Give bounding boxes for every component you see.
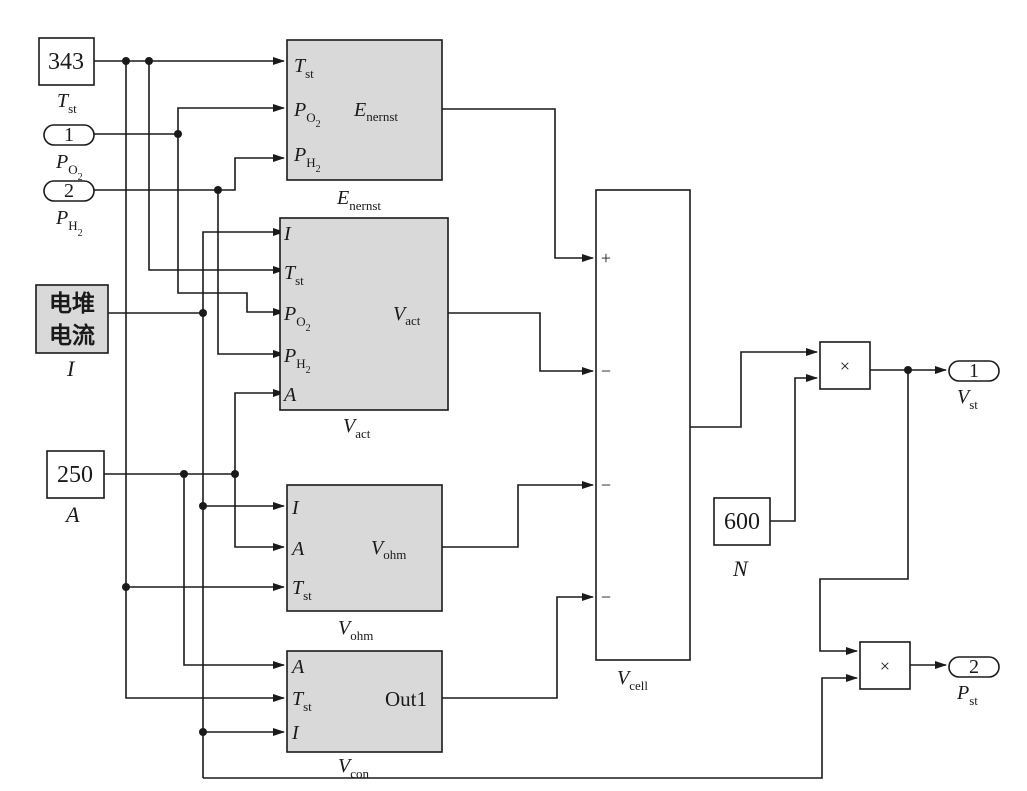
junction-dot <box>904 366 912 374</box>
vst-port-number: 1 <box>969 360 979 382</box>
con-out-label: Out1 <box>385 687 427 711</box>
vst-label: Vst <box>957 386 978 412</box>
area-value: 250 <box>57 462 93 488</box>
act-in-tst: Tst <box>284 262 304 288</box>
n-value: 600 <box>724 509 760 535</box>
con-subsystem[interactable]: A Tst I Out1 <box>286 650 443 753</box>
cell-caption: Vcell <box>617 667 648 693</box>
nernst-caption: Enernst <box>336 187 381 213</box>
stack-current-block[interactable]: 电堆 电流 <box>35 284 109 354</box>
wire-current-mult2 <box>203 674 858 779</box>
po2-label: PO2 <box>55 151 83 183</box>
con-in-i: I <box>291 722 300 744</box>
junction-dot <box>199 502 207 510</box>
junction-dot <box>199 309 207 317</box>
wire-tst-act <box>148 61 285 274</box>
wire-po2-nernst <box>94 104 285 135</box>
ohm-out-label: Vohm <box>371 537 406 562</box>
junction-dot <box>180 470 188 478</box>
cell-sign-minus-2: − <box>601 475 611 495</box>
act-in-i: I <box>283 223 292 245</box>
area-constant-block[interactable]: 250 <box>46 450 105 499</box>
wire-area-ohm <box>234 474 285 551</box>
area-label: A <box>64 502 80 527</box>
cell-sign-minus-1: − <box>601 361 611 381</box>
cell-sign-minus-3: − <box>601 587 611 607</box>
current-line2: 电流 <box>49 322 95 348</box>
con-caption: Vcon <box>338 755 369 781</box>
multiply-symbol: × <box>840 356 850 376</box>
ohm-in-tst: Tst <box>292 577 312 603</box>
act-in-a: A <box>282 384 297 406</box>
wire-act-cell <box>448 312 594 375</box>
ohm-caption: Vohm <box>338 617 373 643</box>
wire-vst-mult2 <box>819 370 909 655</box>
wire-po2-act <box>177 134 285 316</box>
po2-port-number: 1 <box>64 124 74 146</box>
junction-dot <box>145 57 153 65</box>
ohm-in-a: A <box>290 538 305 560</box>
ohm-in-i: I <box>291 497 300 519</box>
nernst-in-tst: Tst <box>294 55 314 81</box>
n-constant-block[interactable]: 600 <box>713 497 771 546</box>
cell-sum-block[interactable]: + − − − <box>595 189 691 661</box>
ph2-inport[interactable]: 2 <box>43 180 95 202</box>
wire-cell-mult1 <box>690 348 818 428</box>
wires <box>94 57 947 779</box>
nernst-in-ph2: PH2 <box>293 144 321 175</box>
wire-ph2-act <box>217 190 285 358</box>
pst-label: Pst <box>956 682 978 708</box>
con-in-tst: Tst <box>292 688 312 714</box>
current-label: I <box>66 356 76 381</box>
cell-sign-plus: + <box>601 248 611 268</box>
nernst-out-label: Enernst <box>353 99 398 124</box>
ph2-port-number: 2 <box>64 180 74 202</box>
pst-outport[interactable]: 2 <box>948 656 1000 678</box>
multiply-symbol: × <box>880 656 890 676</box>
wire-tst-con <box>125 587 285 702</box>
ph2-label: PH2 <box>55 207 83 239</box>
tst-label: Tst <box>57 90 77 116</box>
nernst-subsystem[interactable]: Tst PO2 PH2 Enernst <box>286 39 443 181</box>
wire-con-cell <box>442 593 594 699</box>
wire-nernst-cell <box>442 108 594 262</box>
wire-ph2-nernst <box>94 154 285 191</box>
junctions <box>122 57 912 736</box>
junction-dot <box>231 470 239 478</box>
multiply-block-vst[interactable]: × <box>819 341 871 390</box>
wire-area-act <box>234 389 285 474</box>
ohm-subsystem[interactable]: I A Tst Vohm <box>286 484 443 612</box>
nernst-in-po2: PO2 <box>293 99 321 130</box>
act-in-po2: PO2 <box>283 303 311 334</box>
wire-current-act <box>202 228 285 778</box>
act-in-ph2: PH2 <box>283 345 311 376</box>
tst-value: 343 <box>48 49 84 75</box>
junction-dot <box>174 130 182 138</box>
con-in-a: A <box>290 656 305 678</box>
n-label: N <box>732 556 749 581</box>
act-subsystem[interactable]: I Tst PO2 PH2 A Vact <box>279 217 449 411</box>
current-line1: 电堆 <box>49 291 95 316</box>
vst-outport[interactable]: 1 <box>948 360 1000 382</box>
po2-inport[interactable]: 1 <box>43 124 95 146</box>
wire-ohm-cell <box>442 481 594 548</box>
junction-dot <box>122 583 130 591</box>
act-out-label: Vact <box>393 303 421 328</box>
junction-dot <box>214 186 222 194</box>
multiply-block-pst[interactable]: × <box>859 641 911 690</box>
wire-n-mult1 <box>770 374 818 522</box>
tst-constant-block[interactable]: 343 <box>38 37 95 86</box>
pst-port-number: 2 <box>969 656 979 678</box>
junction-dot <box>199 728 207 736</box>
junction-dot <box>122 57 130 65</box>
wire-area-con <box>183 474 285 669</box>
act-caption: Vact <box>343 415 371 441</box>
